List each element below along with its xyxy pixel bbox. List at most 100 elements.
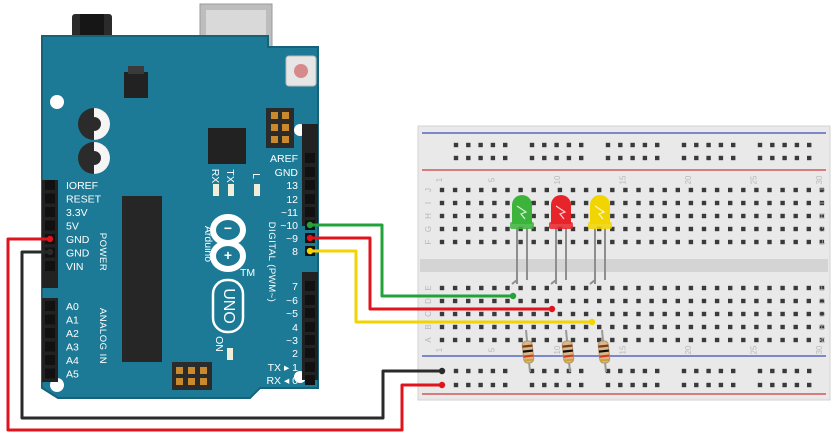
terminal-hole — [492, 298, 497, 304]
terminal-hole — [452, 298, 458, 304]
row-letter: B — [424, 324, 433, 329]
column-number: 1 — [435, 347, 444, 352]
wire-end — [46, 235, 54, 243]
rail-hole — [642, 142, 648, 148]
rail-hole — [706, 155, 711, 161]
rail-hole — [770, 142, 775, 148]
terminal-hole — [649, 226, 654, 232]
analog-pin-label: A3 — [66, 342, 79, 354]
row-letter: I — [424, 202, 433, 204]
terminal-hole — [806, 324, 811, 330]
terminal-hole — [793, 213, 798, 219]
terminal-hole — [675, 324, 680, 330]
ground-wire — [20, 250, 442, 420]
terminal-hole — [439, 239, 445, 245]
terminal-hole — [505, 187, 510, 193]
power-pin-socket — [45, 261, 55, 271]
terminal-hole — [649, 213, 654, 219]
row-letter: J — [424, 188, 433, 192]
column-number: 20 — [684, 175, 693, 184]
terminal-hole — [492, 187, 497, 193]
capacitor — [78, 142, 110, 174]
terminal-hole — [466, 298, 471, 304]
rail-hole — [770, 155, 775, 161]
digital-pin-socket — [305, 308, 315, 318]
terminal-hole — [544, 311, 549, 317]
rail-hole — [554, 155, 559, 161]
rail-hole — [554, 382, 559, 388]
rail-hole — [757, 382, 763, 388]
terminal-hole — [767, 337, 772, 343]
terminal-hole — [452, 285, 458, 291]
terminal-hole — [597, 298, 602, 304]
capacitor — [78, 108, 110, 140]
rail-hole — [681, 368, 687, 374]
terminal-hole — [806, 298, 811, 304]
column-number: 20 — [684, 345, 693, 354]
terminal-hole — [583, 324, 589, 330]
rail-hole — [542, 368, 547, 374]
terminal-hole — [767, 324, 772, 330]
terminal-hole — [688, 298, 694, 304]
row-letter: J — [818, 188, 827, 192]
digital-pin-label: 2 — [292, 348, 298, 360]
terminal-hole — [557, 187, 563, 193]
terminal-hole — [728, 213, 733, 219]
terminal-hole — [806, 226, 811, 232]
terminal-hole — [505, 239, 510, 245]
rail-hole — [466, 368, 471, 374]
terminal-hole — [806, 187, 811, 193]
atmega-chip — [122, 196, 162, 362]
wire-end — [509, 292, 517, 300]
terminal-hole — [701, 311, 707, 317]
terminal-hole — [439, 311, 445, 317]
terminal-hole — [806, 311, 811, 317]
rail-hole — [605, 142, 611, 148]
digital-pin-socket — [305, 362, 315, 372]
terminal-hole — [728, 311, 733, 317]
terminal-hole — [754, 311, 759, 317]
terminal-hole — [688, 337, 694, 343]
rail-hole — [681, 142, 687, 148]
terminal-hole — [728, 226, 733, 232]
terminal-hole — [452, 200, 458, 206]
power-pin-label: IOREF — [66, 180, 98, 192]
terminal-hole — [741, 285, 746, 291]
terminal-hole — [610, 285, 615, 291]
rail-hole — [718, 142, 724, 148]
terminal-hole — [479, 337, 484, 343]
resistor — [561, 329, 575, 373]
rail-hole — [490, 155, 496, 161]
rail-hole — [630, 368, 635, 374]
terminal-hole — [505, 324, 510, 330]
terminal-hole — [492, 200, 497, 206]
terminal-hole — [479, 311, 484, 317]
red-led — [549, 195, 573, 285]
reset-button-cap[interactable] — [294, 64, 308, 78]
terminal-hole — [544, 285, 549, 291]
terminal-hole — [531, 239, 536, 245]
rail-hole — [681, 155, 687, 161]
rail-hole — [694, 155, 699, 161]
terminal-hole — [675, 213, 680, 219]
wire-end — [306, 234, 314, 242]
rail-hole — [542, 382, 547, 388]
terminal-hole — [623, 213, 628, 219]
terminal-hole — [518, 285, 523, 291]
rail-hole — [605, 368, 611, 374]
power-pin-socket — [45, 220, 55, 231]
digital-pin-label: ~9 — [286, 233, 298, 245]
rail-hole — [630, 155, 635, 161]
terminal-hole — [780, 200, 785, 206]
terminal-hole — [544, 324, 549, 330]
terminal-hole — [570, 239, 576, 245]
wire-end — [438, 381, 446, 389]
terminal-hole — [479, 285, 484, 291]
terminal-hole — [570, 285, 576, 291]
terminal-hole — [439, 226, 445, 232]
l-led-label: L — [250, 173, 262, 179]
rail-hole — [478, 155, 483, 161]
rail-hole — [466, 155, 471, 161]
digital-pin-socket — [305, 322, 315, 332]
